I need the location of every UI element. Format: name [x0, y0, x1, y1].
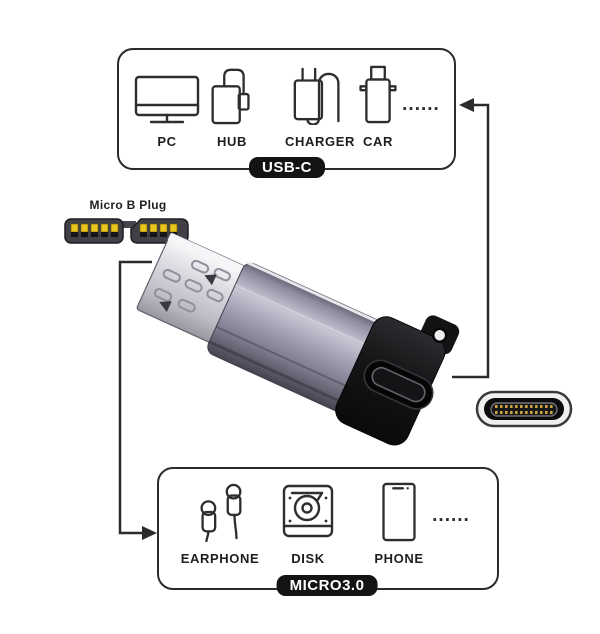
micro-b-plug-label: Micro B Plug — [89, 198, 167, 212]
device-hub: HUB — [190, 65, 274, 149]
device-label-earphone: EARPHONE — [180, 551, 260, 566]
device-label-pc: PC — [157, 134, 177, 149]
micro3-badge: MICRO3.0 — [276, 575, 378, 596]
hub-icon — [210, 65, 254, 125]
micro3-devices-box: EARPHONE DISK — [157, 467, 499, 590]
device-car: CAR — [336, 65, 420, 149]
arrow-to-usb-c-box — [452, 98, 490, 379]
car-icon — [359, 65, 397, 125]
lanyard-hole — [431, 327, 448, 344]
usb-c-badge: USB-C — [249, 157, 325, 178]
arrow-to-micro3-box — [118, 260, 157, 540]
disk-icon — [282, 482, 334, 542]
micro-b-gold-pins — [70, 223, 178, 237]
device-label-disk: DISK — [291, 551, 325, 566]
device-disk: DISK — [266, 482, 350, 566]
device-label-phone: PHONE — [374, 551, 424, 566]
device-label-hub: HUB — [217, 134, 247, 149]
top-ellipsis: ...... — [402, 94, 440, 115]
charger-icon — [291, 65, 349, 125]
adapter-product-photo — [136, 232, 460, 446]
device-phone: PHONE — [357, 482, 441, 566]
adapter-body — [207, 260, 385, 412]
usb-c-plug-face-icon — [475, 390, 573, 428]
device-earphone: EARPHONE — [178, 482, 262, 566]
usb-c-devices-box: PC HUB CHARGER — [117, 48, 456, 170]
usb-c-female-port — [363, 359, 434, 410]
device-pc: PC — [125, 65, 209, 149]
usb-c-gold-pins — [495, 405, 553, 414]
device-charger: CHARGER — [278, 65, 362, 149]
adapter-usb-c-cap — [335, 315, 460, 446]
earphone-icon — [191, 482, 249, 542]
device-label-charger: CHARGER — [285, 134, 355, 149]
bottom-ellipsis: ...... — [432, 505, 470, 526]
pc-icon — [134, 65, 200, 125]
device-label-car: CAR — [363, 134, 393, 149]
phone-icon — [381, 482, 417, 542]
